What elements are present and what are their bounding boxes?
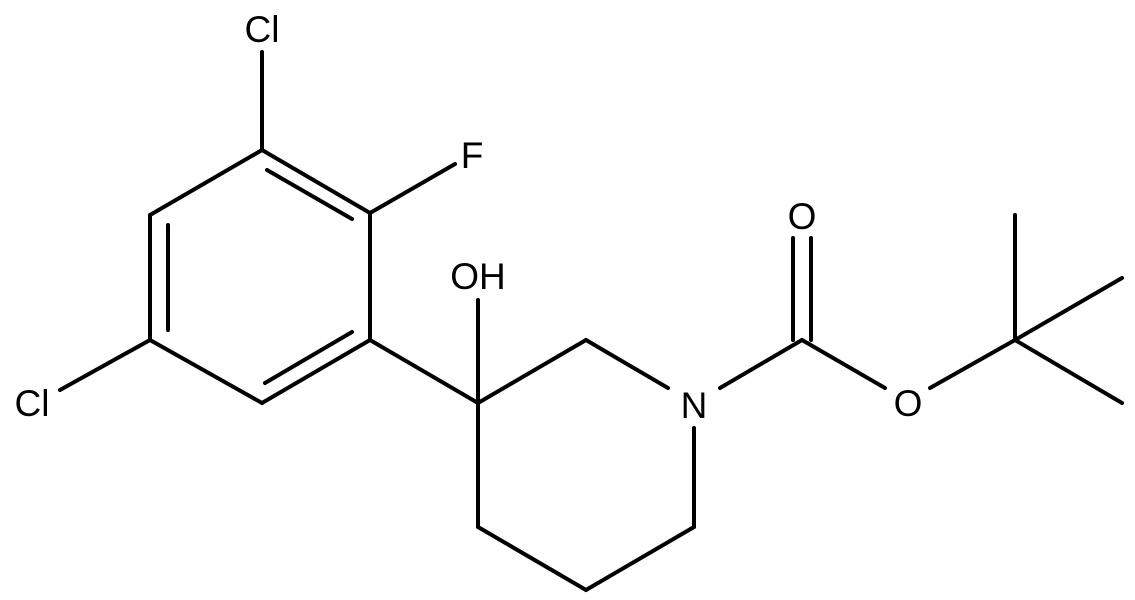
bond-c-cl-left bbox=[58, 338, 152, 392]
bond-ring-bottom-left bbox=[148, 338, 264, 405]
bond-c3-c2 bbox=[476, 338, 588, 405]
piperidine-ring bbox=[476, 298, 696, 592]
atom-label-carbonyl-oxygen: O bbox=[788, 196, 817, 237]
bond-carbonyl-ester-o bbox=[800, 338, 887, 390]
atom-label-cl-top: Cl bbox=[245, 9, 280, 50]
atom-label-hydroxyl: OH bbox=[450, 256, 506, 297]
bond-c2-n bbox=[584, 338, 670, 390]
bond-c6-c5 bbox=[584, 525, 696, 592]
atom-label-fluorine: F bbox=[461, 135, 484, 176]
bond-ring-bottom-right bbox=[260, 338, 372, 405]
bond-aryl-to-piperidine bbox=[368, 338, 480, 405]
bond-tbu-methyl-right-down bbox=[1013, 338, 1124, 405]
bond-ring-bottom-right-inner bbox=[263, 330, 354, 385]
aryl-ring bbox=[148, 148, 372, 405]
atom-label-nitrogen: N bbox=[681, 385, 708, 426]
atom-label-ester-oxygen: O bbox=[894, 383, 923, 424]
bond-ring-top-left bbox=[148, 148, 264, 217]
boc-group bbox=[718, 213, 1124, 405]
bond-c-f bbox=[368, 162, 457, 215]
bond-ring-top-right bbox=[260, 148, 372, 215]
bond-c5-c4 bbox=[476, 525, 588, 592]
atom-label-cl-left: Cl bbox=[15, 383, 50, 424]
bond-ring-top-right-inner bbox=[265, 168, 354, 221]
bond-ester-o-tbu bbox=[928, 338, 1017, 390]
bond-tbu-methyl-right-up bbox=[1013, 276, 1124, 342]
bond-n-carbonyl bbox=[718, 338, 804, 390]
